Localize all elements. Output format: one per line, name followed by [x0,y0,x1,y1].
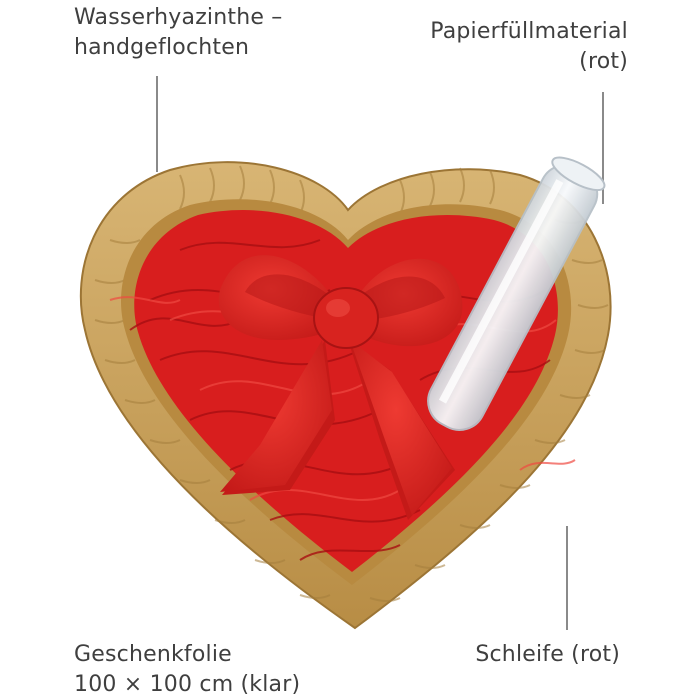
label-line: 100 × 100 cm (klar) [74,672,301,697]
leader-line-filling [602,92,604,204]
label-line: Wasserhyazinthe – [74,5,283,30]
label-gift-foil: Geschenkfolie 100 × 100 cm (klar) [74,640,300,700]
label-line: Papierfüllmaterial [430,19,628,44]
leader-line-basket [156,76,158,172]
gift-foil-roll [427,156,606,431]
leader-line-bow [566,526,568,630]
label-basket-material: Wasserhyazinthe – handgeflochten [74,3,283,63]
label-line: (rot) [579,49,628,74]
red-bow [218,255,463,520]
label-paper-filling: Papierfüllmaterial (rot) [430,17,628,77]
label-bow: Schleife (rot) [475,640,620,670]
label-line: Geschenkfolie [74,642,232,667]
label-line: handgeflochten [74,35,250,60]
label-line: Schleife (rot) [475,642,620,667]
